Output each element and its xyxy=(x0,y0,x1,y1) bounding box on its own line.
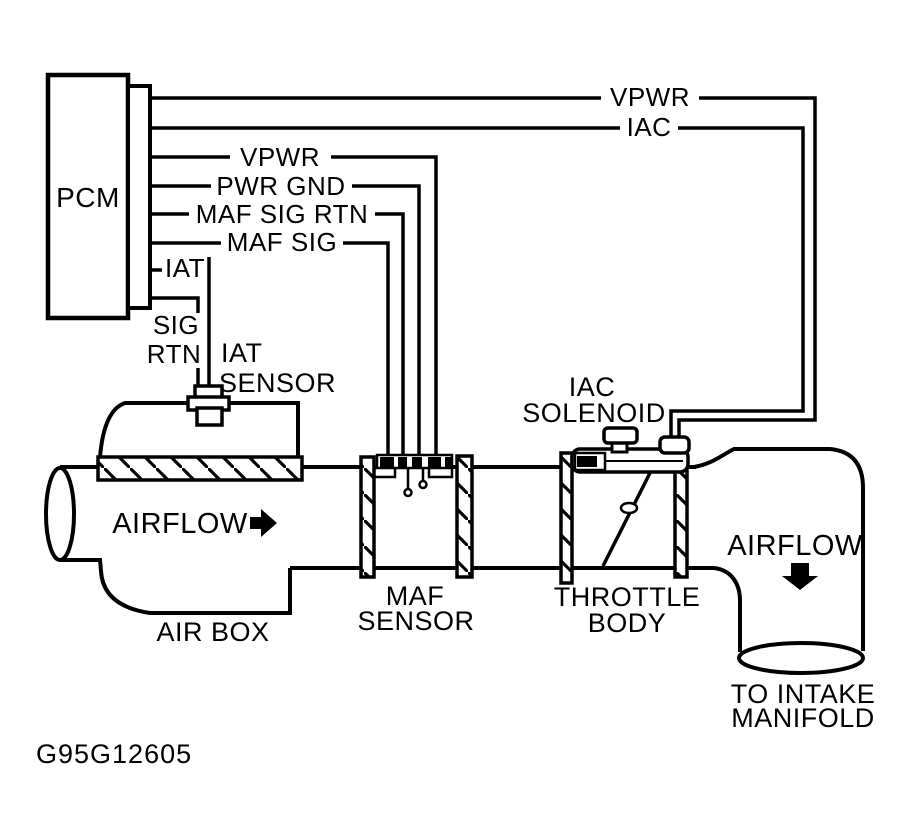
wire-iac xyxy=(150,126,805,441)
maf-right-clamp xyxy=(455,454,474,579)
air-box-lid-clamp xyxy=(96,455,304,482)
throttle-body-label-1: THROTTLE xyxy=(554,582,701,612)
iat-sensor-label-1: IAT xyxy=(221,338,263,368)
iac-pintle xyxy=(577,456,597,467)
wire-label-pwr-gnd: PWR GND xyxy=(216,171,345,201)
wire-label-vpwr-main: VPWR xyxy=(610,82,690,112)
throttle-body-label-2: BODY xyxy=(588,608,667,638)
throttle-plate-pivot xyxy=(619,501,639,515)
wire-label-iat: IAT xyxy=(165,253,205,283)
air-box-lid xyxy=(98,401,300,458)
pcm-label: PCM xyxy=(56,182,120,213)
maf-sensor-label-2: SENSOR xyxy=(357,606,474,636)
airflow-left-label: AIRFLOW xyxy=(112,508,248,540)
to-intake-label-1: TO INTAKE xyxy=(731,679,876,709)
throttle-body-left-clamp xyxy=(559,451,574,585)
maf-sensor-assembly xyxy=(375,453,454,498)
iat-sensor xyxy=(186,384,231,427)
iat-sensor-label-2: SENSOR xyxy=(219,368,336,398)
wire-vpwr-maf xyxy=(150,155,438,457)
wire-maf-sig-rtn xyxy=(150,212,405,457)
airflow-right-arrow-icon xyxy=(250,509,277,537)
airflow-right-label: AIRFLOW xyxy=(727,530,863,562)
pcm-connector xyxy=(126,84,152,310)
iac-solenoid-label-2: SOLENOID xyxy=(522,398,666,428)
iac-electrical-connector xyxy=(658,435,691,455)
wire-vpwr-main xyxy=(150,96,817,441)
throttle-plate xyxy=(601,468,654,567)
elbow-outline-left xyxy=(713,566,742,652)
maf-left-clamp xyxy=(359,455,376,579)
wire-label-sig: SIG xyxy=(153,310,199,340)
maf-sensor-label-1: MAF xyxy=(386,581,445,611)
clamp-bands xyxy=(96,451,689,585)
air-box-outline xyxy=(60,558,292,615)
wire-iat xyxy=(150,257,211,390)
pcm-box xyxy=(45,72,131,321)
iac-port-cap xyxy=(602,426,639,445)
to-intake-label-2: MANIFOLD xyxy=(731,703,875,733)
elbow-outline-top xyxy=(693,447,865,651)
wire-labels: VPWR IAC VPWR PWR GND MAF SIG RTN MAF SI… xyxy=(147,82,690,369)
wire-label-iac: IAC xyxy=(627,112,672,142)
pcm-module: PCM xyxy=(45,72,152,321)
maf-housing-steps xyxy=(375,469,454,479)
maf-sensing-probes xyxy=(403,468,428,498)
air-inlet-opening xyxy=(44,466,76,562)
throttle-body-right-clamp xyxy=(673,453,689,579)
elbow-outlet-opening xyxy=(737,641,865,675)
iac-solenoid-label-1: IAC xyxy=(569,372,616,402)
iac-solenoid xyxy=(570,426,691,474)
wire-maf-sig xyxy=(150,241,390,457)
wiring xyxy=(150,96,817,457)
component-labels: IAT SENSOR IAC SOLENOID MAF SENSOR THROT… xyxy=(112,338,875,733)
wire-label-maf-sig-rtn: MAF SIG RTN xyxy=(196,199,369,229)
airflow-down-arrow-icon xyxy=(782,563,818,590)
wire-label-vpwr-maf: VPWR xyxy=(240,142,320,172)
air-box-label: AIR BOX xyxy=(156,617,269,647)
wire-label-maf-sig: MAF SIG xyxy=(227,227,337,257)
wire-pwr-gnd xyxy=(150,184,421,457)
maf-connector-pins xyxy=(380,457,451,467)
wire-label-rtn: RTN xyxy=(147,339,201,369)
figure-code: G95G12605 xyxy=(36,739,192,769)
